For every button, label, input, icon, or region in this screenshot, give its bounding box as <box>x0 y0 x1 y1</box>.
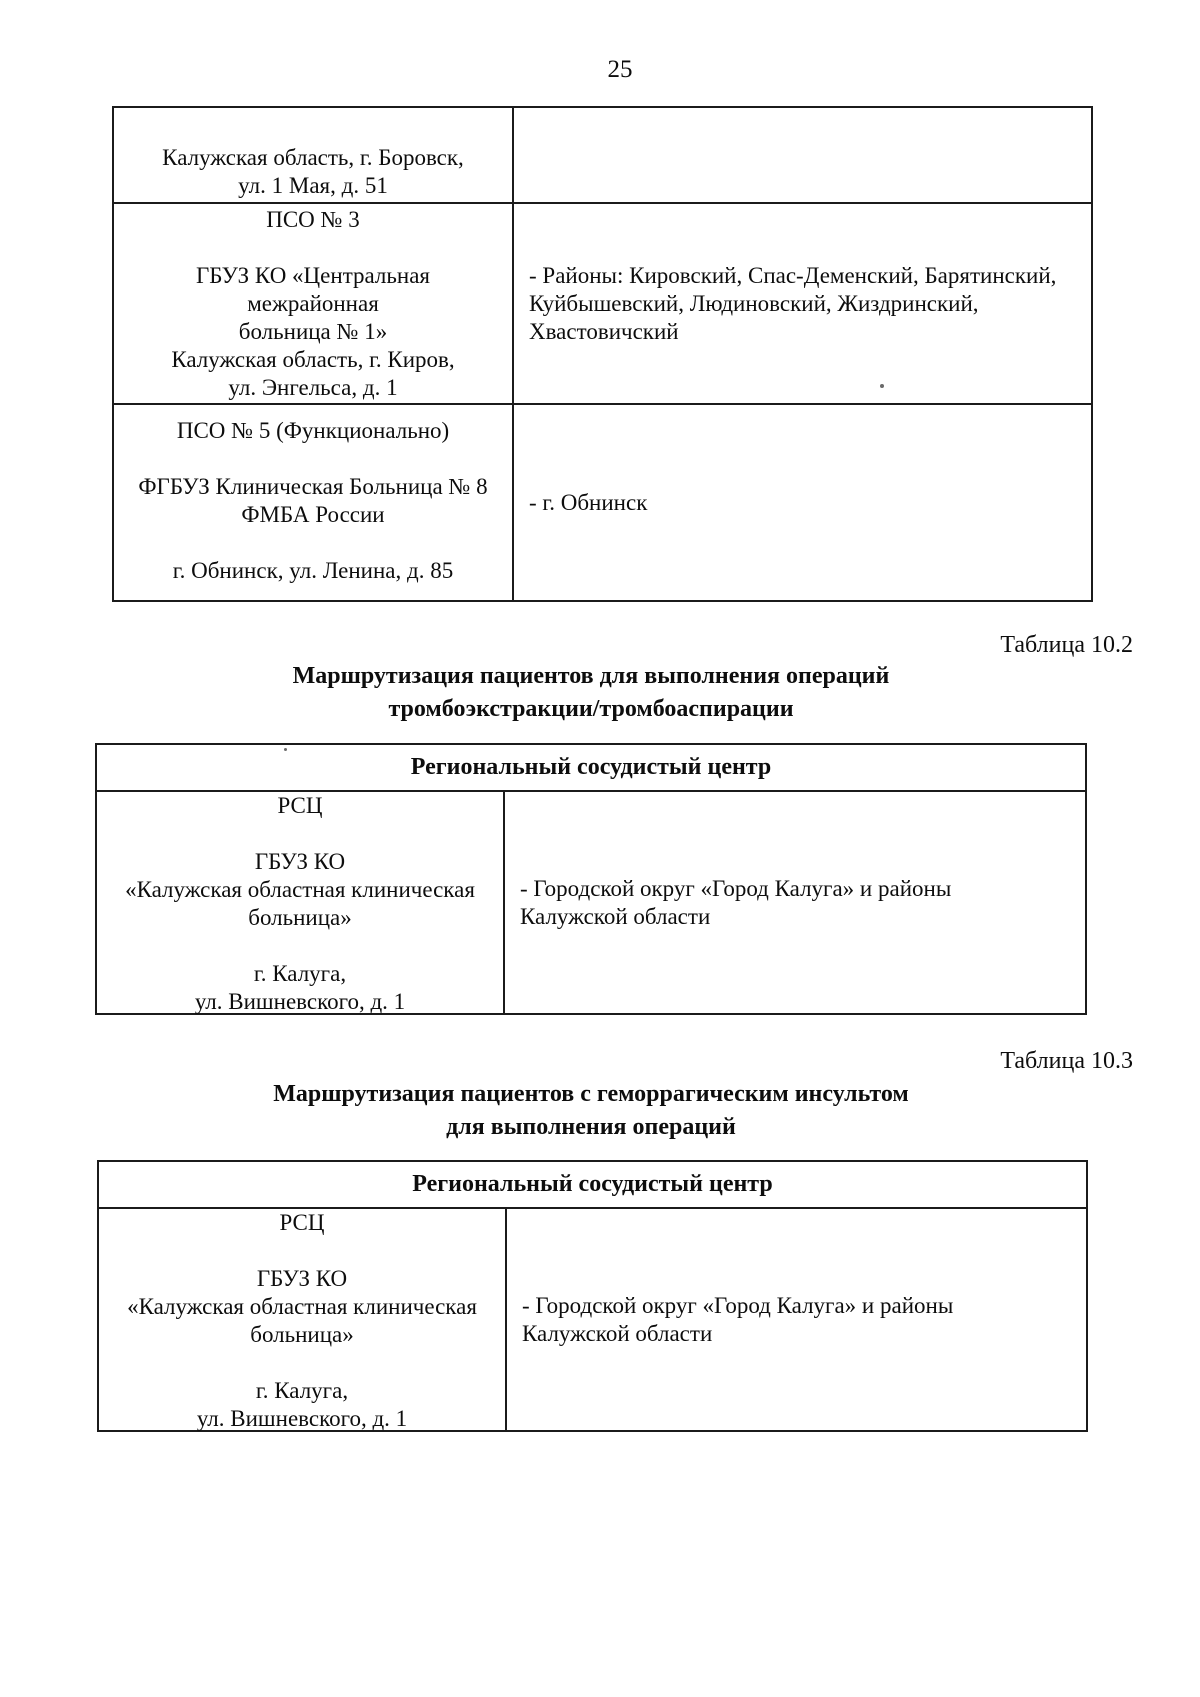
table-caption-10-2: Таблица 10.2 <box>1000 632 1133 658</box>
scan-speck <box>880 384 884 388</box>
text-line: ГБУЗ КО «Центральная <box>195 263 430 288</box>
territory-cell: - Городской округ «Город Калуга» и район… <box>507 1209 1086 1430</box>
text-line: г. Обнинск, ул. Ленина, д. 85 <box>172 558 454 583</box>
thrombectomy-routing-table: Региональный сосудистый центр РСЦ ГБУЗ К… <box>95 743 1087 1015</box>
text-line: Калужская область, г. Киров, <box>171 347 455 372</box>
text-line: Куйбышевский, Людиновский, Жиздринский, <box>529 290 979 316</box>
table-row: ПСО № 5 (Функционально) ФГБУЗ Клиническа… <box>114 403 1091 600</box>
table-caption-10-3: Таблица 10.3 <box>1000 1048 1133 1074</box>
facility-cell: ПСО № 5 (Функционально) ФГБУЗ Клиническа… <box>114 405 514 600</box>
text-line: Калужской области <box>522 1320 713 1346</box>
text-line: ул. Вишневского, д. 1 <box>196 1406 408 1431</box>
text-line: ГБУЗ КО <box>254 849 346 874</box>
text-line <box>99 1349 505 1377</box>
text-line: ФМБА России <box>241 502 385 527</box>
table-row: Калужская область, г. Боровск, ул. 1 Мая… <box>114 108 1091 202</box>
pso-routing-table: Калужская область, г. Боровск, ул. 1 Мая… <box>112 106 1093 602</box>
table-header: Региональный сосудистый центр <box>412 1171 773 1197</box>
text-line: ПСО № 5 (Функционально) <box>176 418 450 443</box>
text-line: больница» <box>248 905 352 930</box>
scan-speck <box>284 748 287 751</box>
text-line: ул. 1 Мая, д. 51 <box>238 173 388 198</box>
table-row: РСЦ ГБУЗ КО «Калужская областная клиниче… <box>99 1207 1086 1431</box>
title-line: Маршрутизация пациентов с геморрагически… <box>273 1081 909 1107</box>
text-line: ПСО № 3 <box>266 207 360 232</box>
text-line: - г. Обнинск <box>529 489 648 515</box>
territory-cell: - Городской округ «Город Калуга» и район… <box>505 792 1085 1013</box>
text-line: г. Калуга, <box>255 1378 349 1403</box>
text-line: ФГБУЗ Клиническая Больница № 8 <box>138 474 488 499</box>
table-title-10-3: Маршрутизация пациентов с геморрагически… <box>95 1078 1087 1144</box>
facility-cell: РСЦ ГБУЗ КО «Калужская областная клиниче… <box>99 1209 507 1431</box>
text-line: ул. Вишневского, д. 1 <box>194 989 406 1014</box>
text-line: - Районы: Кировский, Спас-Деменский, Бар… <box>529 262 1057 288</box>
text-line: РСЦ <box>277 793 323 818</box>
territory-cell <box>514 108 1091 202</box>
text-line: межрайонная <box>247 291 379 316</box>
facility-cell: Калужская область, г. Боровск, ул. 1 Мая… <box>114 108 514 202</box>
territory-cell: - г. Обнинск <box>514 405 1091 600</box>
facility-cell: ПСО № 3 ГБУЗ КО «Центральная межрайонная… <box>114 204 514 403</box>
text-line: больница № 1» <box>238 319 388 344</box>
text-line: - Городской округ «Город Калуга» и район… <box>520 875 952 901</box>
text-line <box>97 820 503 848</box>
table-row: ПСО № 3 ГБУЗ КО «Центральная межрайонная… <box>114 202 1091 403</box>
title-line: для выполнения операций <box>446 1114 736 1140</box>
text-line: Хвастовичский <box>529 318 679 344</box>
hemorrhagic-stroke-routing-table: Региональный сосудистый центр РСЦ ГБУЗ К… <box>97 1160 1088 1432</box>
text-line <box>114 529 512 557</box>
text-line <box>99 1237 505 1265</box>
page-number: 25 <box>607 56 633 83</box>
text-line: Калужской области <box>520 903 711 929</box>
table-title-10-2: Маршрутизация пациентов для выполнения о… <box>95 660 1087 726</box>
title-line: тромбоэкстракции/тромбоаспирации <box>388 696 794 722</box>
text-line: ул. Энгельса, д. 1 <box>228 375 398 400</box>
text-line <box>114 445 512 473</box>
text-line: РСЦ <box>279 1210 325 1235</box>
text-line: «Калужская областная клиническая <box>125 877 475 902</box>
text-line: больница» <box>250 1322 354 1347</box>
text-line: - Городской округ «Город Калуга» и район… <box>522 1292 954 1318</box>
text-line: ГБУЗ КО <box>256 1266 348 1291</box>
table-row: РСЦ ГБУЗ КО «Калужская областная клиниче… <box>97 790 1085 1014</box>
text-line: «Калужская областная клиническая <box>127 1294 477 1319</box>
text-line <box>97 932 503 960</box>
table-header: Региональный сосудистый центр <box>410 754 772 780</box>
text-line: Калужская область, г. Боровск, <box>162 145 464 170</box>
title-line: Маршрутизация пациентов для выполнения о… <box>292 663 890 689</box>
text-line: г. Калуга, <box>253 961 347 986</box>
facility-cell: РСЦ ГБУЗ КО «Калужская областная клиниче… <box>97 792 505 1014</box>
territory-cell: - Районы: Кировский, Спас-Деменский, Бар… <box>514 204 1091 403</box>
text-line <box>114 234 512 262</box>
